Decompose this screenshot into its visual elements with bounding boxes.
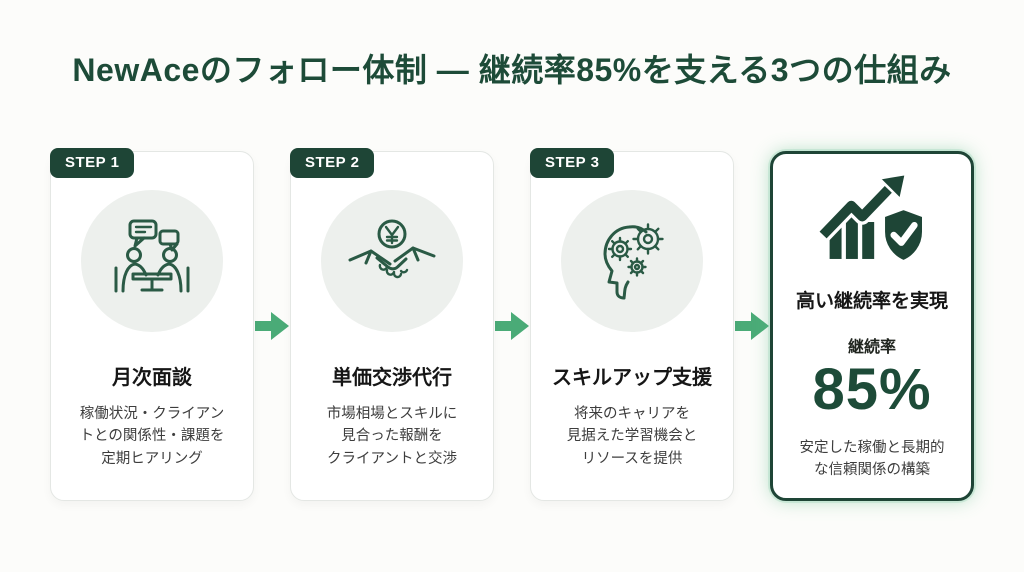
handshake-yen-icon bbox=[321, 189, 463, 332]
step-1-description: 稼働状況・クライアン トとの関係性・課題を 定期ヒアリング bbox=[79, 405, 225, 467]
result-description: 安定した稼働と長期的 な信頼関係の構築 bbox=[799, 439, 945, 479]
step-1-badge: STEP 1 bbox=[50, 147, 135, 178]
arrow-right-icon bbox=[255, 310, 289, 342]
meeting-discussion-icon bbox=[81, 189, 223, 332]
step-3-description: 将来のキャリアを 見据えた学習機会と リソースを提供 bbox=[566, 405, 698, 467]
growth-chart-shield-icon bbox=[807, 172, 937, 272]
metric-label: 継続率 bbox=[847, 338, 896, 356]
head-gears-icon bbox=[561, 189, 703, 332]
step-3-badge: STEP 3 bbox=[530, 147, 615, 178]
step-card-2: STEP 2 単価交渉代行 市場相場とスキルに 見合った報酬を クライ bbox=[290, 147, 494, 501]
step-card-3: STEP 3 スキルアップ支援 将来のキャリアを 見据えた学習機会と bbox=[530, 147, 734, 501]
step-2-description: 市場相場とスキルに 見合った報酬を クライアントと交渉 bbox=[326, 405, 458, 467]
page-title: NewAceのフォロー体制 — 継続率85%を支える3つの仕組み bbox=[72, 52, 952, 88]
step-1-title: 月次面談 bbox=[112, 366, 192, 389]
result-card: 高い継続率を実現 継続率 85% 安定した稼働と長期的 な信頼関係の構築 bbox=[770, 150, 974, 501]
infographic-slide: NewAceのフォロー体制 — 継続率85%を支える3つの仕組み STEP 1 bbox=[0, 52, 1024, 572]
step-card-1: STEP 1 月次面談 稼働状況・クライアン ト bbox=[50, 147, 254, 501]
step-2-title: 単価交渉代行 bbox=[332, 366, 452, 389]
arrow-right-icon bbox=[735, 310, 769, 342]
process-flow: STEP 1 月次面談 稼働状況・クライアン ト bbox=[0, 147, 1024, 501]
step-3-title: スキルアップ支援 bbox=[552, 366, 712, 389]
arrow-right-icon bbox=[495, 310, 529, 342]
step-2-badge: STEP 2 bbox=[290, 147, 375, 178]
result-title: 高い継続率を実現 bbox=[795, 290, 948, 312]
metric-value: 85% bbox=[812, 356, 932, 422]
